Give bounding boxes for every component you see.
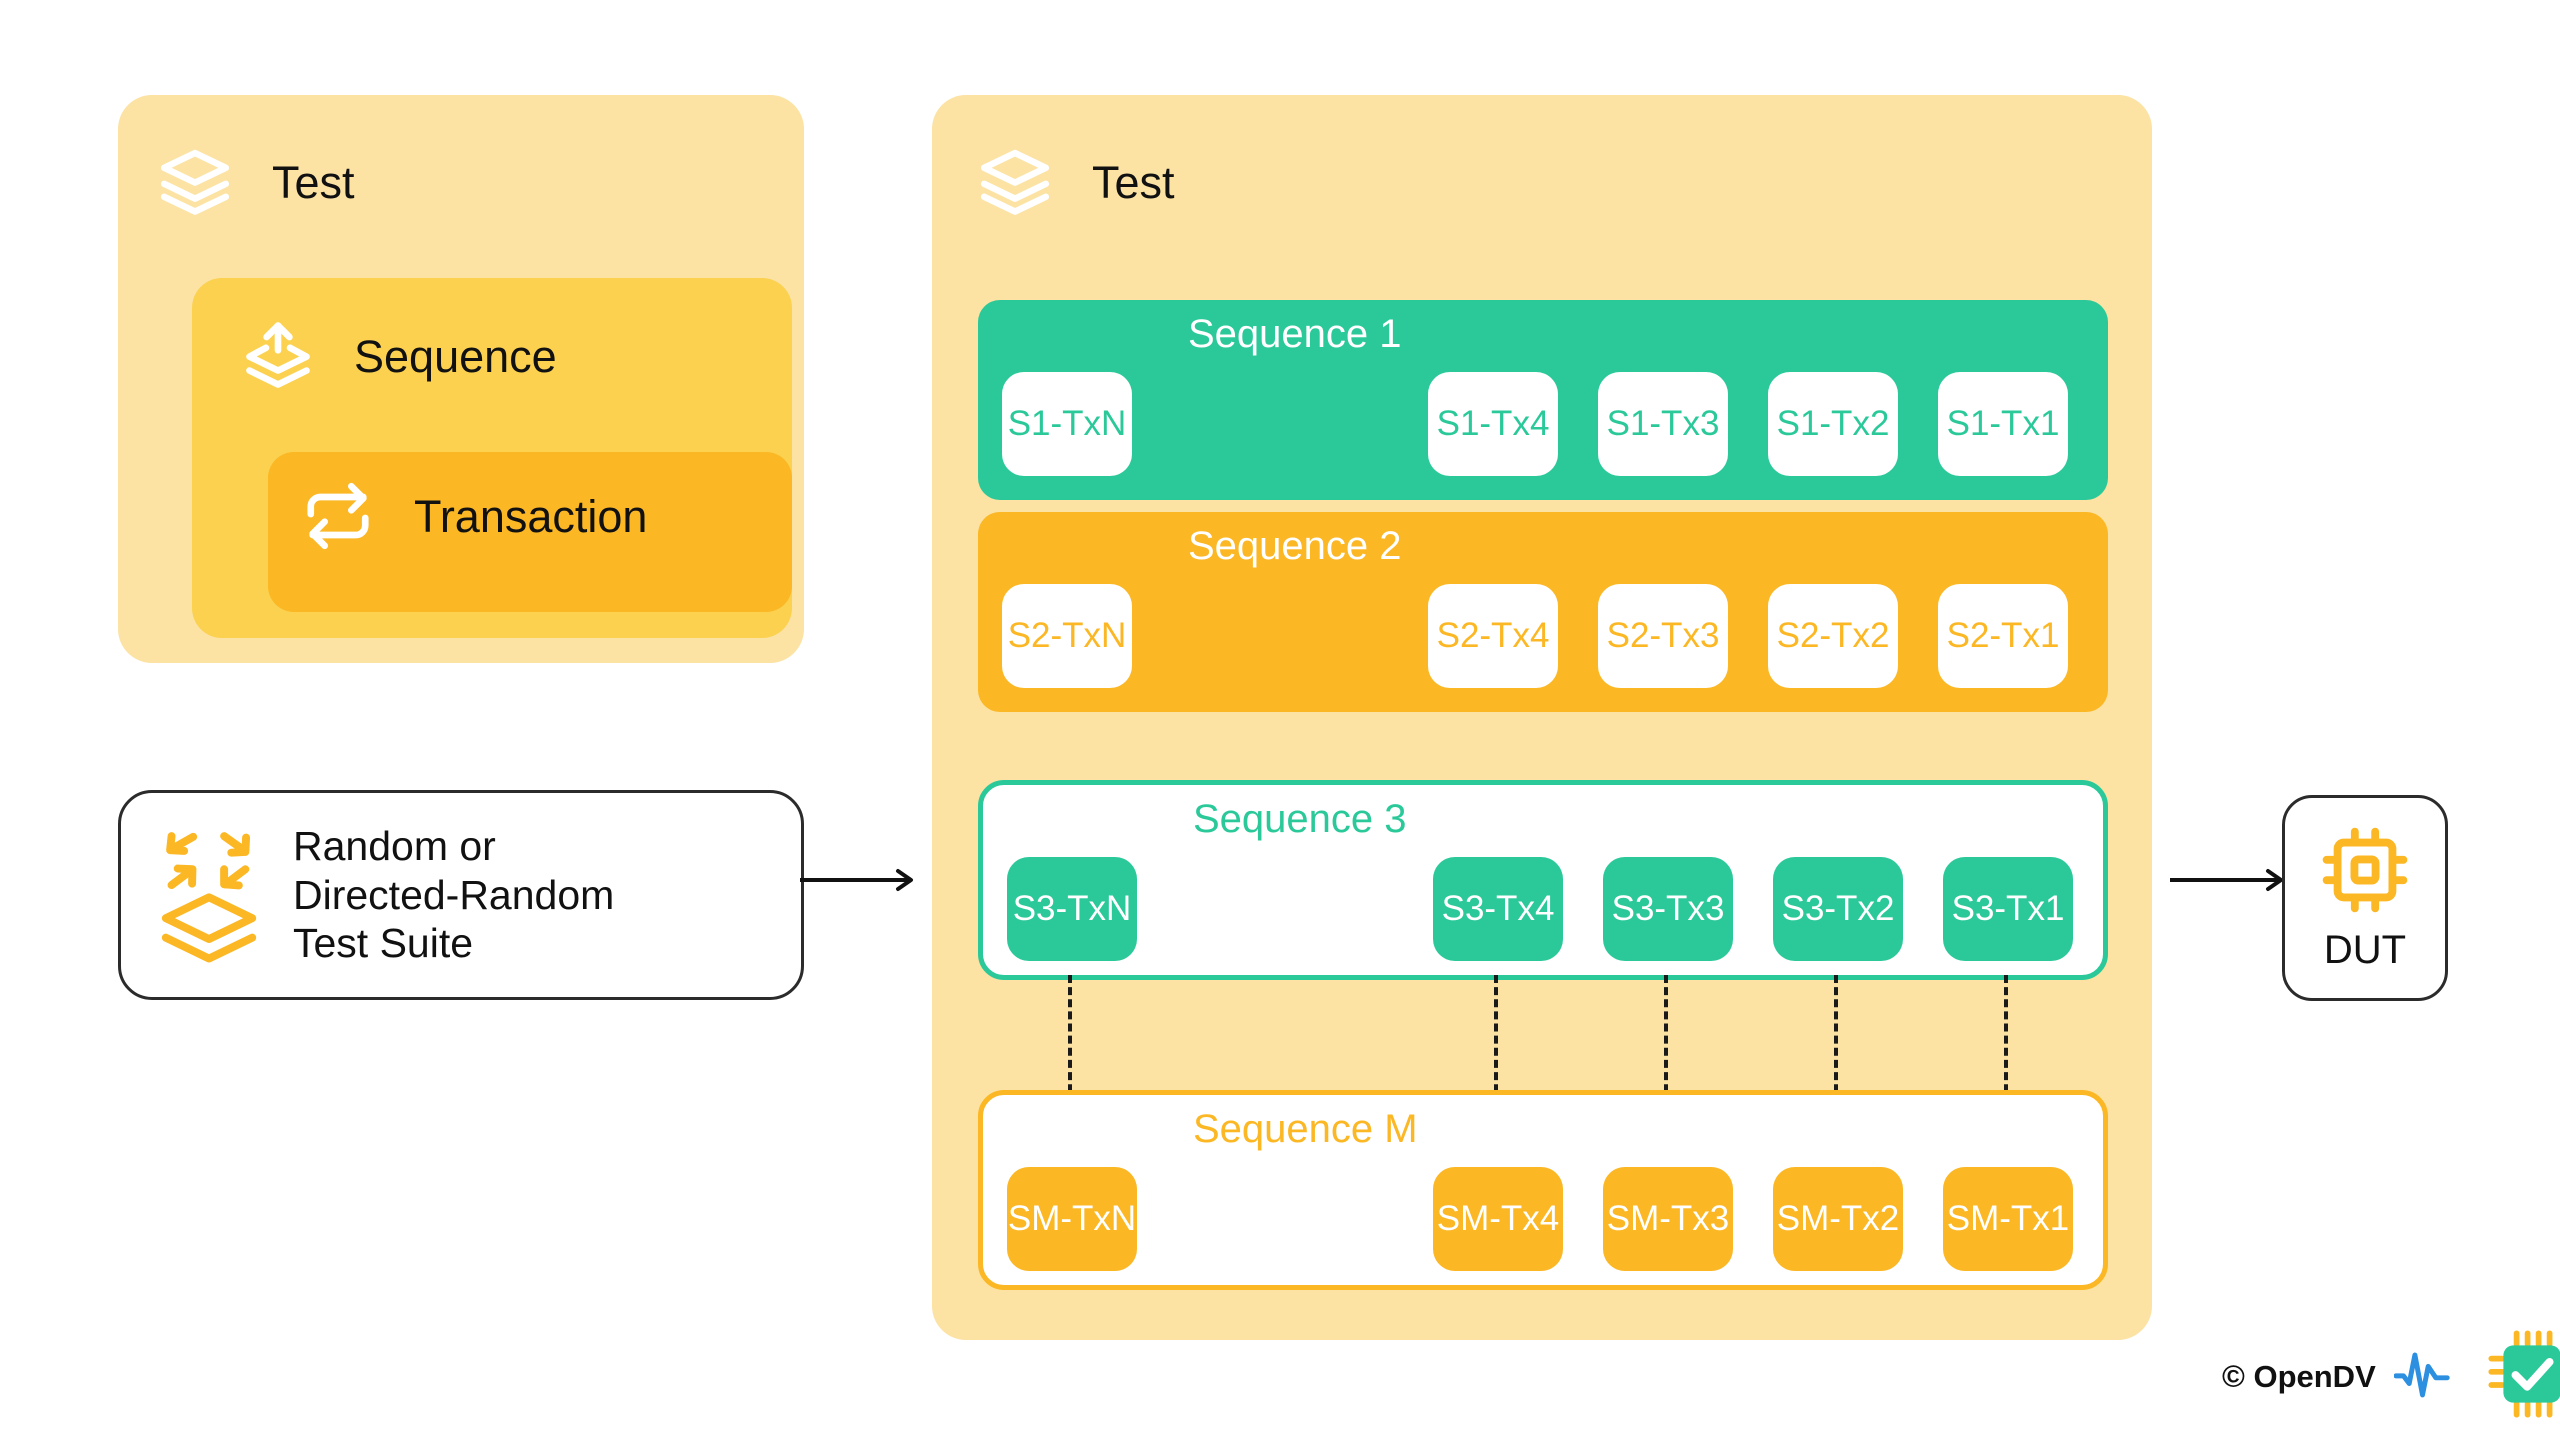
connector-line (1834, 975, 1838, 1165)
arrow-right-icon (2170, 866, 2292, 894)
transaction-box[interactable]: S1-Tx3 (1598, 372, 1728, 476)
transaction-box[interactable]: S1-Tx1 (1938, 372, 2068, 476)
transaction-box[interactable]: S3-Tx1 (1943, 857, 2073, 961)
sequence-row-m: Sequence M SM-TxN SM-Tx4 SM-Tx3 SM-Tx2 S… (978, 1090, 2108, 1290)
suite-line-3: Test Suite (293, 920, 474, 967)
legend-transaction-label: Transaction (414, 490, 648, 542)
sequence-label: Sequence M (1193, 1107, 1418, 1151)
cpu-chip-icon (2318, 823, 2412, 922)
transaction-box[interactable]: S2-TxN (1002, 584, 1132, 688)
test-panel-title: Test (1092, 156, 1175, 208)
transaction-box[interactable]: S3-Tx2 (1773, 857, 1903, 961)
layers-icon (158, 145, 232, 219)
connector-line (1664, 975, 1668, 1165)
opendv-logo: © OpenDV (2222, 1330, 2560, 1423)
logo-text: © OpenDV (2222, 1358, 2376, 1394)
test-panel-header: Test (978, 145, 1175, 219)
dut-label: DUT (2323, 928, 2407, 972)
connector-line (2004, 975, 2008, 1165)
chip-check-icon (2488, 1330, 2560, 1423)
transaction-box[interactable]: SM-Tx2 (1773, 1167, 1903, 1271)
transaction-box[interactable]: S2-Tx4 (1428, 584, 1558, 688)
repeat-loop-icon (300, 478, 376, 554)
layers-icon (978, 145, 1052, 219)
transaction-box[interactable]: S2-Tx2 (1768, 584, 1898, 688)
legend-test-header: Test (158, 145, 355, 219)
transaction-box[interactable]: S1-Tx2 (1768, 372, 1898, 476)
transaction-strip: SM-TxN SM-Tx4 SM-Tx3 SM-Tx2 SM-Tx1 (1007, 1167, 2079, 1271)
transaction-strip: S1-TxN S1-Tx4 S1-Tx3 S1-Tx2 S1-Tx1 (1002, 372, 2084, 476)
legend-panel-title: Test (272, 156, 355, 208)
legend-sequence-label: Sequence (354, 330, 557, 382)
transaction-box[interactable]: S2-Tx3 (1598, 584, 1728, 688)
transaction-box[interactable]: S3-Tx4 (1433, 857, 1563, 961)
sequence-label: Sequence 1 (1188, 312, 1402, 356)
layers-upload-icon (240, 318, 316, 394)
transaction-box[interactable]: SM-TxN (1007, 1167, 1137, 1271)
transaction-box[interactable]: S2-Tx1 (1938, 584, 2068, 688)
suite-line-1: Random or (293, 823, 496, 870)
connector-line (1068, 975, 1072, 1165)
legend-transaction-header: Transaction (300, 478, 647, 554)
transaction-box[interactable]: SM-Tx1 (1943, 1167, 2073, 1271)
transaction-box[interactable]: S1-Tx4 (1428, 372, 1558, 476)
arrow-right-icon (800, 866, 922, 894)
transaction-strip: S2-TxN S2-Tx4 S2-Tx3 S2-Tx2 S2-Tx1 (1002, 584, 2084, 688)
sequence-label: Sequence 2 (1188, 524, 1402, 568)
random-test-suite-card: Random or Directed-Random Test Suite (118, 790, 804, 1000)
random-arrows-layers-icon (155, 819, 263, 972)
sequence-row-2: Sequence 2 S2-TxN S2-Tx4 S2-Tx3 S2-Tx2 S… (978, 512, 2108, 712)
transaction-box[interactable]: S3-TxN (1007, 857, 1137, 961)
suite-line-2: Directed-Random (293, 871, 615, 918)
sequence-row-1: Sequence 1 S1-TxN S1-Tx4 S1-Tx3 S1-Tx2 S… (978, 300, 2108, 500)
connector-line (1494, 975, 1498, 1165)
transaction-strip: S3-TxN S3-Tx4 S3-Tx3 S3-Tx2 S3-Tx1 (1007, 857, 2079, 961)
transaction-box[interactable]: S3-Tx3 (1603, 857, 1733, 961)
dut-card: DUT (2282, 795, 2448, 1001)
transaction-box[interactable]: S1-TxN (1002, 372, 1132, 476)
sequence-row-3: Sequence 3 S3-TxN S3-Tx4 S3-Tx3 S3-Tx2 S… (978, 780, 2108, 980)
legend-sequence-header: Sequence (240, 318, 557, 394)
transaction-box[interactable]: SM-Tx3 (1603, 1167, 1733, 1271)
waveform-icon (2393, 1345, 2470, 1408)
sequence-label: Sequence 3 (1193, 797, 1407, 841)
transaction-box[interactable]: SM-Tx4 (1433, 1167, 1563, 1271)
random-test-suite-text: Random or Directed-Random Test Suite (293, 822, 614, 967)
